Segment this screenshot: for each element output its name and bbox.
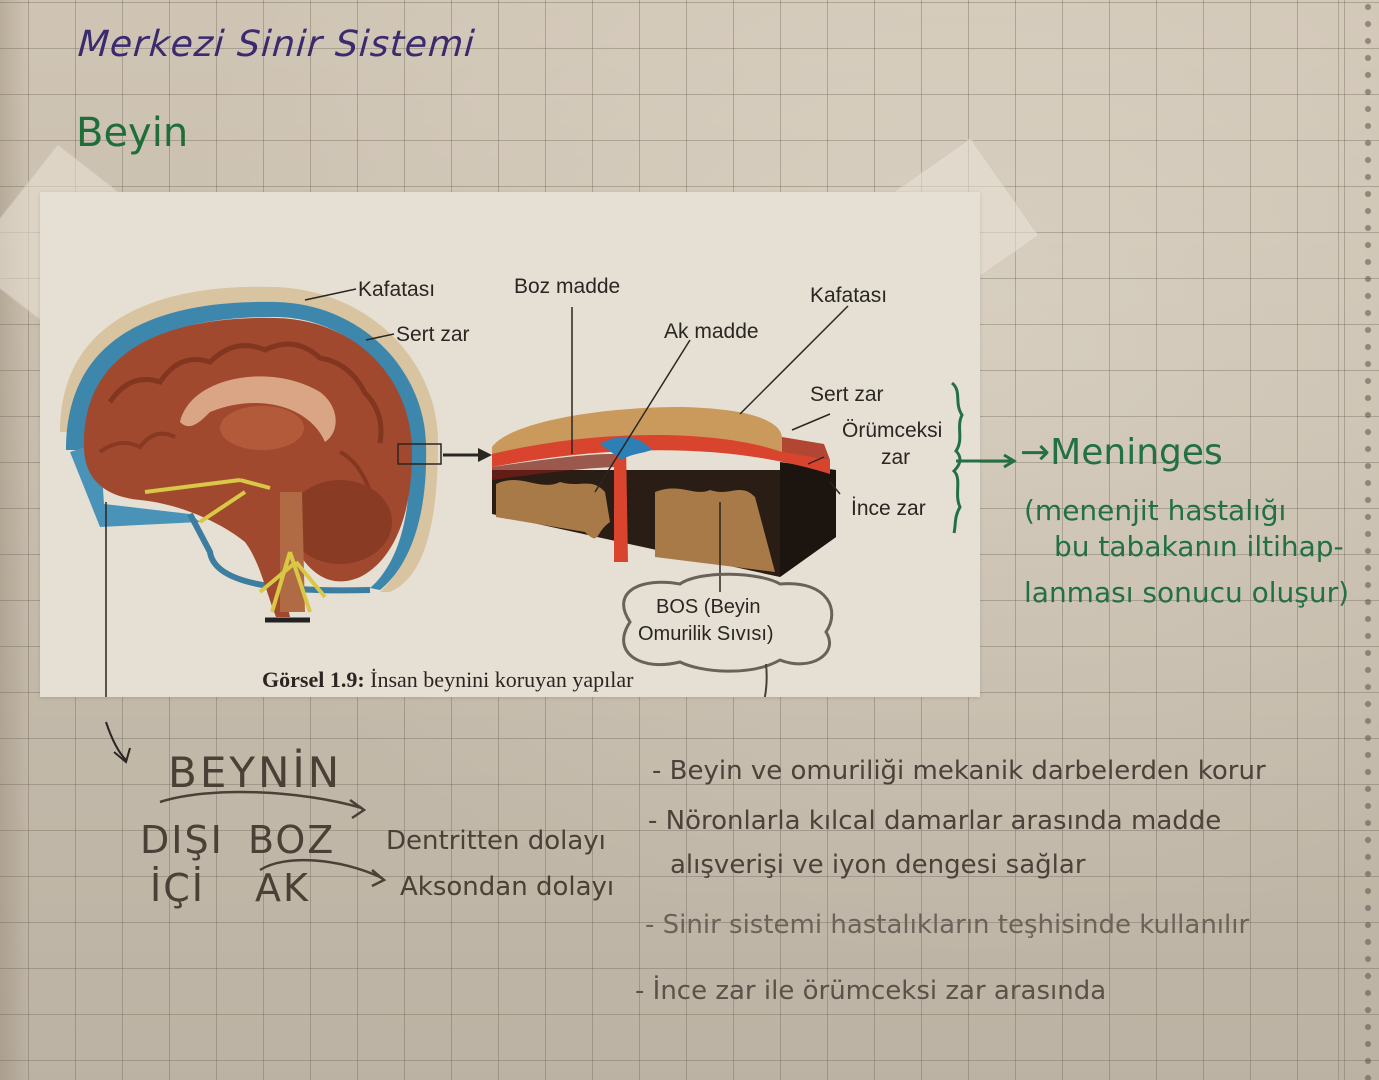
label-kafatasi-brain: Kafatası	[358, 278, 436, 301]
brain-note-heading: BEYNİN	[168, 748, 343, 797]
bos-note-item: alışverişi ve iyon dengesi sağlar	[670, 850, 1086, 880]
label-kafatasi-section: Kafatası	[810, 284, 888, 307]
bos-note-item: - Sinir sistemi hastalıkların teşhisinde…	[645, 910, 1250, 940]
bos-note-item: - İnce zar ile örümceksi zar arasında	[635, 976, 1107, 1006]
textbook-figure: Kafatası Sert zar Boz madde Ak madde Kaf…	[40, 192, 980, 697]
caption-number: Görsel 1.9:	[262, 667, 365, 692]
spiral-perforation	[1361, 0, 1375, 1080]
section-heading-beyin: Beyin	[76, 110, 189, 156]
brain-inner-matter: AK	[255, 866, 310, 910]
bos-note-item: - Nöronlarla kılcal damarlar arasında ma…	[648, 806, 1222, 836]
meninges-title: →Meninges	[1020, 432, 1223, 473]
meninges-note-line: (menenjit hastalığı	[1024, 494, 1287, 527]
label-orumceksi-zar-line2: zar	[881, 446, 911, 469]
label-sert-zar-brain: Sert zar	[396, 323, 470, 346]
label-orumceksi-zar: Örümceksi	[842, 419, 943, 442]
margin-line	[1338, 0, 1339, 1080]
label-sert-zar-section: Sert zar	[810, 383, 884, 406]
figure-caption: Görsel 1.9: İnsan beynini koruyan yapıla…	[262, 667, 633, 693]
brain-outer-reason: Dentritten dolayı	[386, 826, 606, 856]
brain-note-arrows	[105, 721, 387, 888]
bos-note-item: - Beyin ve omuriliği mekanik darbelerden…	[652, 756, 1266, 786]
meninges-note-line: bu tabakanın iltihap-	[1054, 530, 1344, 563]
meninges-brace	[950, 381, 1017, 534]
meninges-note-line: lanması sonucu oluşur)	[1024, 576, 1350, 609]
brain-inner-label: İÇİ	[150, 866, 205, 910]
brain-outer-matter: BOZ	[248, 818, 336, 862]
page-title: Merkezi Sinir Sistemi	[76, 24, 477, 65]
brain-sagittal-illustration	[60, 286, 492, 697]
label-ak-madde: Ak madde	[664, 320, 759, 343]
brain-protection-diagram	[60, 286, 849, 697]
brain-outer-label: DIŞI	[140, 818, 224, 862]
label-ince-zar: İnce zar	[851, 497, 926, 520]
caption-text: İnsan beynini koruyan yapılar	[364, 667, 634, 692]
meninges-cross-section	[492, 305, 849, 697]
brain-inner-reason: Aksondan dolayı	[400, 872, 615, 902]
label-bos-line2: Omurilik Sıvısı)	[638, 623, 774, 645]
label-bos-line1: BOS (Beyin	[656, 596, 761, 618]
page-edge-shadow	[0, 0, 30, 1080]
label-boz-madde: Boz madde	[514, 275, 621, 298]
